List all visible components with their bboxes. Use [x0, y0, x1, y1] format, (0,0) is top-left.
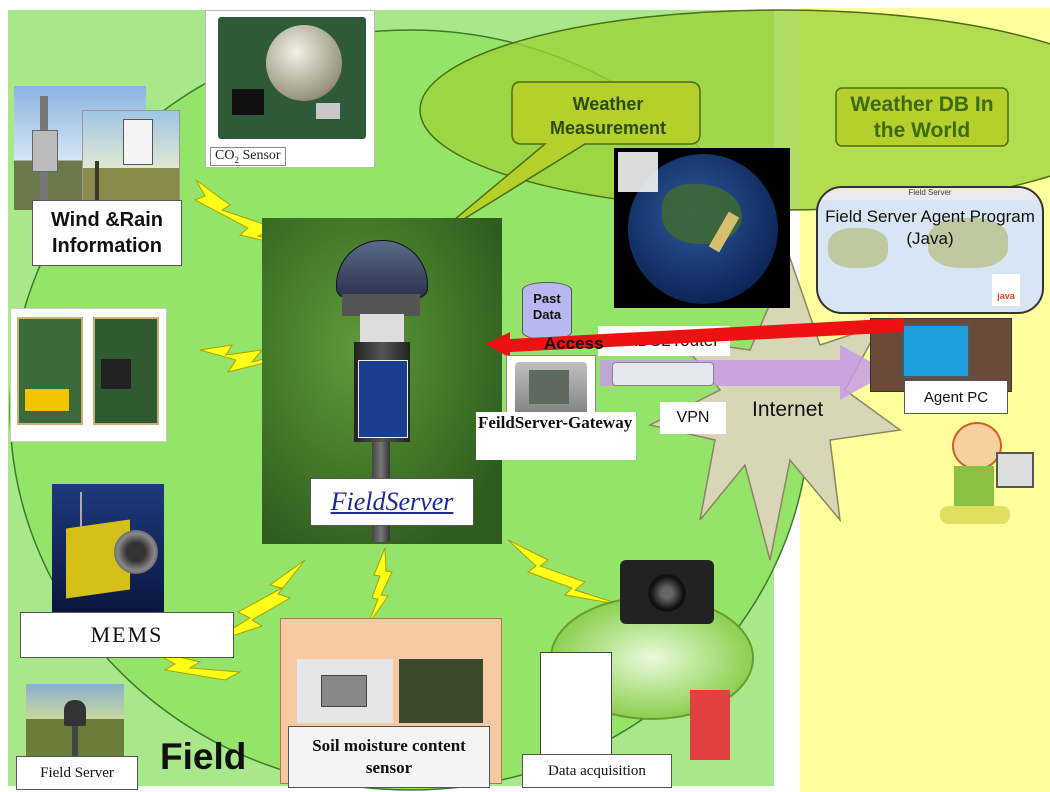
past-data-cylinder: Past Data: [522, 282, 572, 340]
camera-icon: [620, 560, 714, 624]
data-acquisition-scene: [540, 560, 770, 786]
agent-pc-label: Agent PC: [904, 380, 1008, 414]
farmer-icon: [690, 690, 730, 760]
vpn-arrow: [600, 345, 890, 400]
internet-label: Internet: [752, 398, 824, 421]
weather-db-label: Weather DB In the World: [850, 93, 994, 142]
mems-label: MEMS: [20, 612, 234, 658]
agent-pc-image: [870, 318, 1012, 392]
map-header: Field Server: [818, 188, 1042, 200]
cartoon-user-icon: [936, 422, 1036, 526]
weather-db-box: [835, 87, 1009, 147]
field-server-small-photo: [26, 684, 124, 762]
access-arrow: [486, 318, 904, 358]
rain-sensor-photo: [82, 110, 180, 216]
gateway-label: FeildServer-Gateway: [476, 412, 636, 460]
field-label: Field: [160, 736, 247, 777]
vpn-label: VPN: [660, 402, 726, 434]
globe-photo: [614, 148, 790, 308]
field-server-small-label: Field Server: [16, 756, 138, 790]
weather-measurement-label: Weather Measurement: [549, 94, 667, 138]
data-acquisition-label: Data acquisition: [522, 754, 672, 788]
circuit-boards-photo: [10, 308, 167, 442]
fieldserver-center-label: FieldServer: [310, 478, 474, 526]
co2-sensor-photo: CO2 Sensor: [205, 10, 375, 168]
agent-program-label: Field Server Agent Program (Java): [825, 207, 1035, 248]
clipboard-icon: [540, 652, 612, 764]
co2-sensor-label: CO2 Sensor: [210, 147, 286, 166]
gateway-device-photo: [506, 355, 596, 423]
java-logo: java: [992, 274, 1020, 306]
wind-rain-label: Wind &Rain Information: [32, 200, 182, 266]
weather-measurement-callout: [429, 81, 701, 241]
past-data-label: Past Data: [532, 291, 562, 322]
access-label: Access: [544, 334, 604, 353]
agent-program-panel: Field Server Field Server Agent Program …: [816, 186, 1044, 314]
mems-camera-photo: [52, 484, 164, 612]
router-device: [612, 362, 714, 386]
soil-moisture-label: Soil moisture content sensor: [288, 726, 490, 788]
